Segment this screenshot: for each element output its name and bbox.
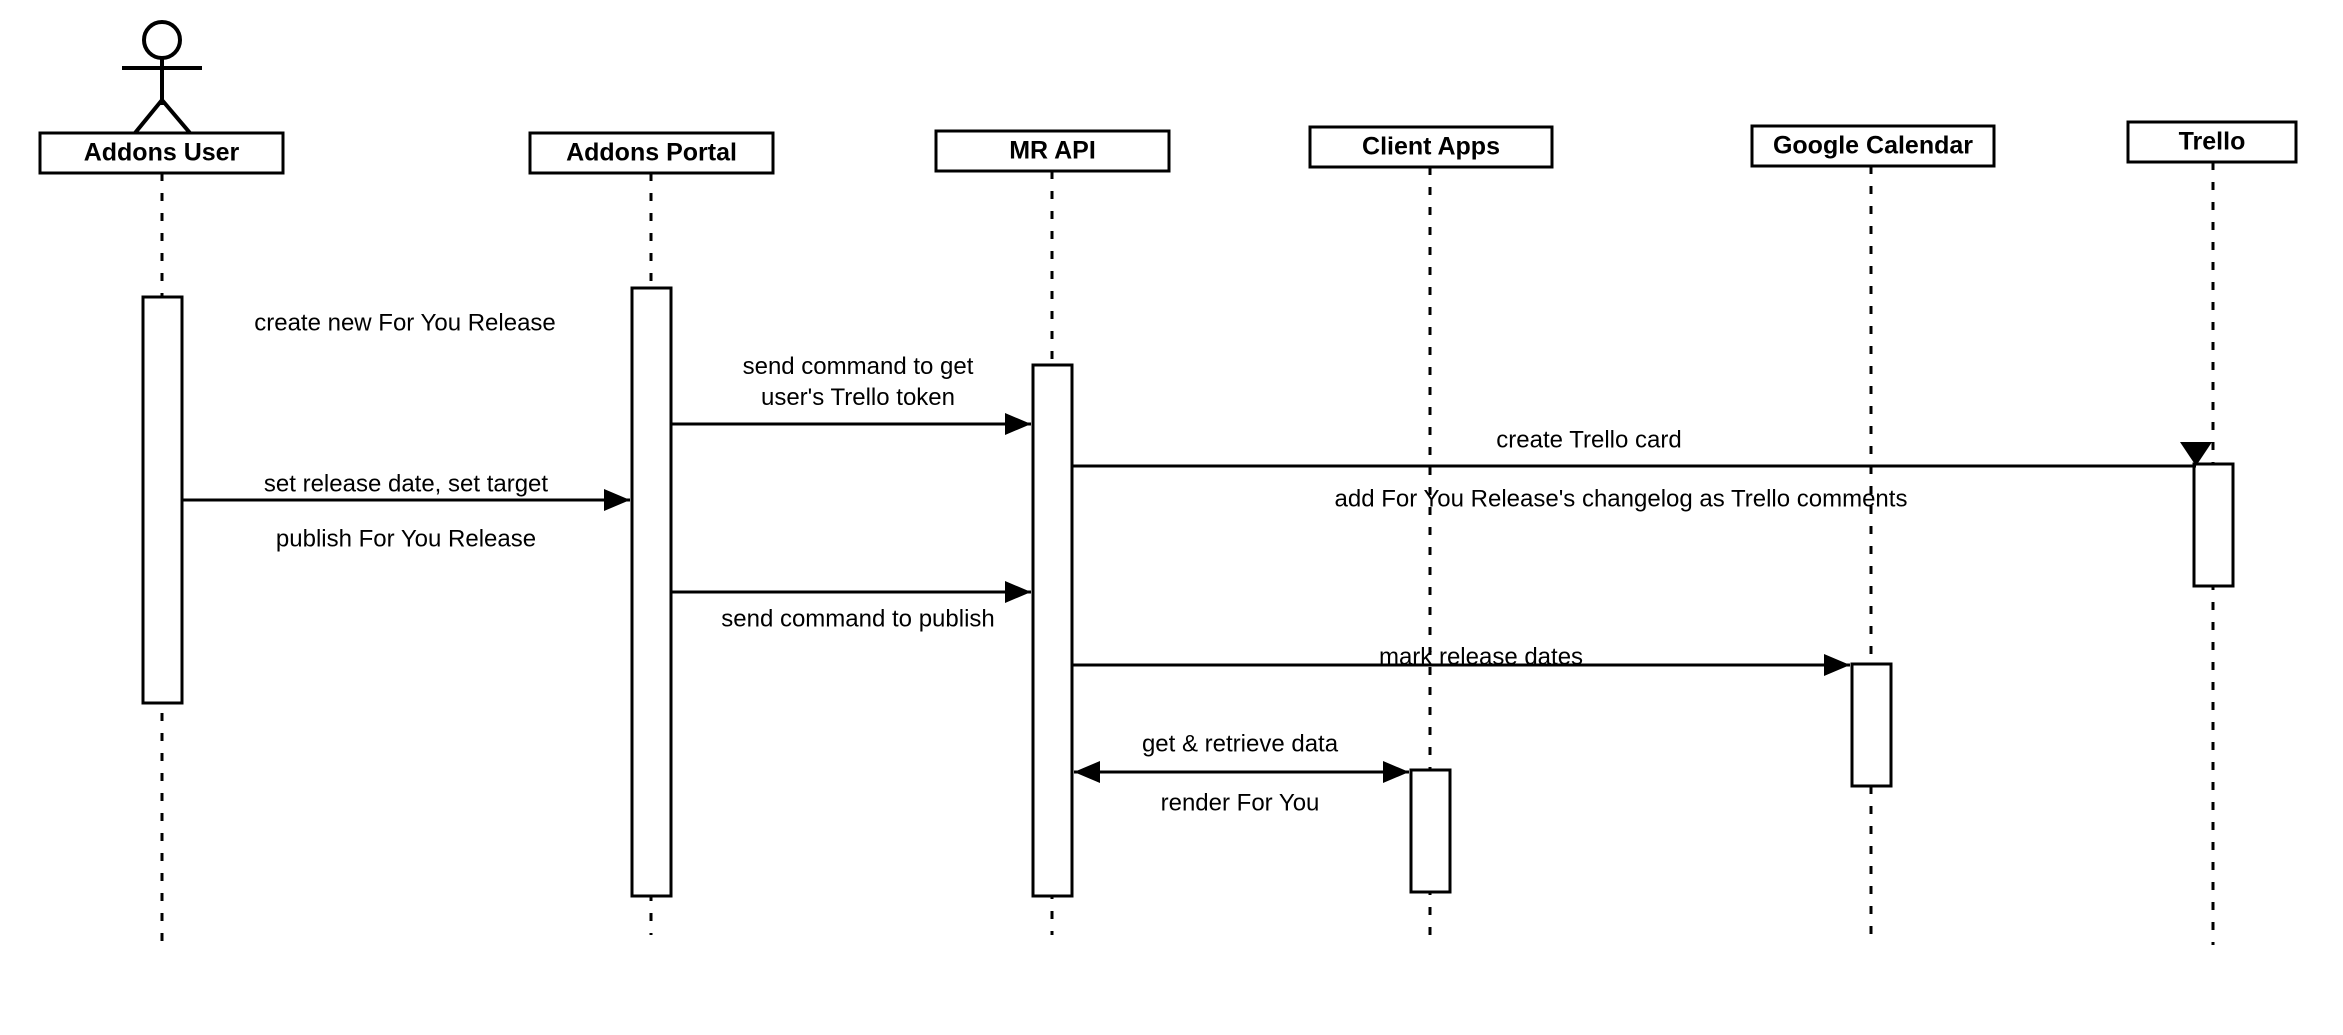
arrowhead-left-msg-get-retrieve-data xyxy=(1074,761,1100,783)
activation-bar-addons-portal xyxy=(630,286,673,898)
message-label-msg-add-changelog: add For You Release's changelog as Trell… xyxy=(1335,485,1908,512)
message-label-msg-create-release: create new For You Release xyxy=(254,309,556,336)
message-label-msg-publish-release: publish For You Release xyxy=(276,525,536,552)
participant-mr-api[interactable]: MR API xyxy=(934,129,1171,173)
message-label-msg-mark-release-dates: mark release dates xyxy=(1379,643,1583,670)
participant-box-mr-api xyxy=(934,129,1171,173)
arrowhead-down-msg-create-trello-card xyxy=(2180,442,2212,466)
message-label-msg-render-for-you: render For You xyxy=(1161,789,1320,816)
participant-box-client-apps xyxy=(1308,125,1554,169)
participant-box-google-calendar xyxy=(1750,124,1996,168)
message-msg-get-retrieve-data xyxy=(1074,761,1409,783)
participant-label-addons-portal: Addons Portal xyxy=(566,139,737,167)
message-msg-send-command-publish xyxy=(671,581,1031,603)
activation-bar-google-calendar xyxy=(1850,662,1893,788)
participant-client-apps[interactable]: Client Apps xyxy=(1308,125,1554,169)
participant-addons-user[interactable]: Addons User xyxy=(38,131,285,175)
participant-google-calendar[interactable]: Google Calendar xyxy=(1750,124,1996,168)
arrowhead-right-msg-send-command-publish xyxy=(1005,581,1031,603)
message-label-msg-create-trello-card: create Trello card xyxy=(1496,426,1681,453)
arrowhead-right-msg-get-retrieve-data xyxy=(1383,761,1409,783)
participant-boxes-layer: Addons User Addons Portal MR API Client App… xyxy=(38,120,2298,175)
message-msg-set-release-date xyxy=(182,489,630,511)
message-msg-get-trello-token xyxy=(671,413,1031,435)
activation-bar-addons-user xyxy=(141,295,184,705)
arrowhead-right-msg-set-release-date xyxy=(604,489,630,511)
arrowhead-right-msg-mark-release-dates xyxy=(1824,654,1850,676)
participant-label-addons-user: Addons User xyxy=(84,139,240,167)
participant-box-trello xyxy=(2126,120,2298,164)
activation-bars-layer xyxy=(141,286,2235,898)
activation-bar-trello xyxy=(2192,462,2235,588)
participant-box-addons-user xyxy=(38,131,285,175)
actor-right-leg-icon xyxy=(160,98,192,135)
participant-addons-portal[interactable]: Addons Portal xyxy=(528,131,775,175)
actor-left-leg-icon xyxy=(133,98,164,135)
participant-label-client-apps: Client Apps xyxy=(1362,133,1500,161)
participant-box-addons-portal xyxy=(528,131,775,175)
participant-label-mr-api: MR API xyxy=(1009,137,1096,165)
message-label-msg-set-release-date: set release date, set target xyxy=(264,470,549,497)
activation-bar-client-apps xyxy=(1409,768,1452,894)
message-label-msg-get-retrieve-data: get & retrieve data xyxy=(1142,730,1339,757)
message-label-msg-send-command-publish: send command to publish xyxy=(721,605,995,632)
message-labels-layer: create new For You Release send command t… xyxy=(254,309,1907,816)
actor-head-icon xyxy=(142,20,182,60)
actor-stick-figure-icon xyxy=(122,20,202,135)
messages-layer xyxy=(182,413,2212,783)
participant-label-trello: Trello xyxy=(2179,128,2246,156)
message-msg-mark-release-dates xyxy=(1072,654,1850,676)
arrowhead-right-msg-get-trello-token xyxy=(1005,413,1031,435)
message-msg-create-trello-card xyxy=(1072,442,2212,468)
participant-label-google-calendar: Google Calendar xyxy=(1773,132,1973,160)
participant-trello[interactable]: Trello xyxy=(2126,120,2298,164)
lifelines-layer xyxy=(160,162,2215,945)
activation-bar-mr-api xyxy=(1031,363,1074,898)
